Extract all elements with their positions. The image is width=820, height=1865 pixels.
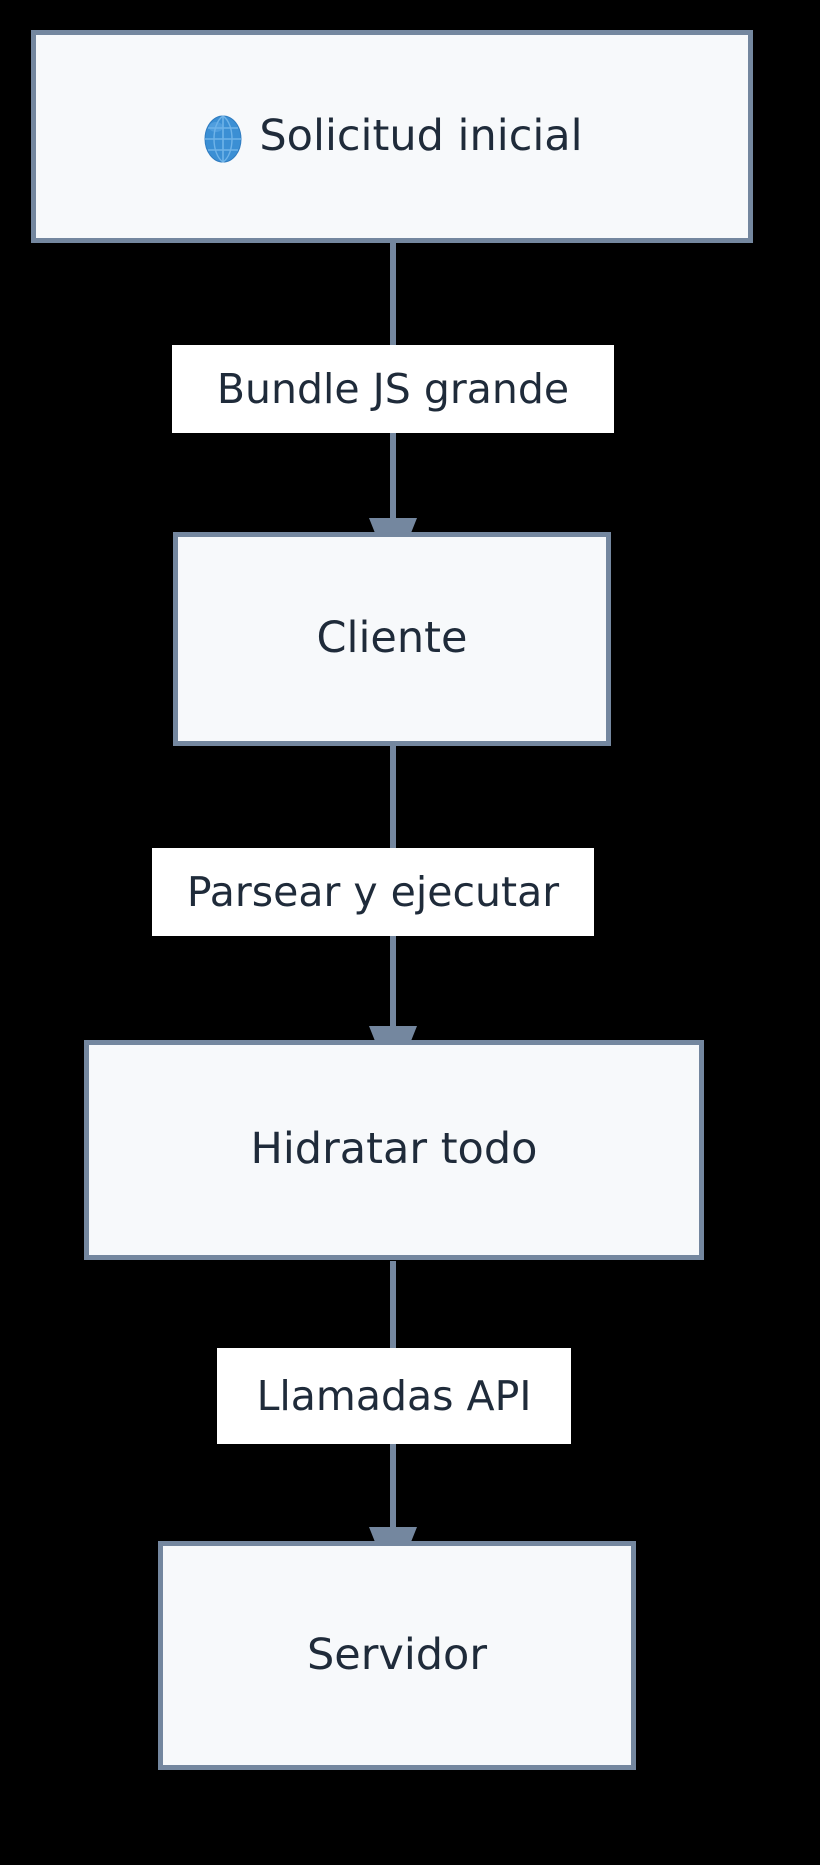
- flow-node-servidor-label: Servidor: [306, 1629, 488, 1680]
- edge-label-parsear-y-ejecutar-text: Parsear y ejecutar: [186, 867, 560, 916]
- flow-node-solicitud-inicial[interactable]: Solicitud inicial: [31, 30, 753, 243]
- flow-node-solicitud-inicial-text: Solicitud inicial: [259, 110, 583, 161]
- flow-node-cliente-label: Cliente: [316, 613, 468, 664]
- flow-node-hidratar-todo-text: Hidratar todo: [250, 1124, 538, 1175]
- edge-label-bundle-js-grande: Bundle JS grande: [172, 345, 614, 433]
- edge-label-llamadas-api-text: Llamadas API: [256, 1371, 532, 1420]
- flow-node-servidor[interactable]: Servidor: [158, 1541, 636, 1770]
- flow-node-hidratar-todo-label: Hidratar todo: [250, 1124, 538, 1175]
- edge-label-parsear-y-ejecutar: Parsear y ejecutar: [152, 848, 594, 936]
- flow-node-hidratar-todo[interactable]: Hidratar todo: [84, 1040, 704, 1260]
- flow-node-cliente-text: Cliente: [316, 613, 468, 664]
- edge-label-llamadas-api: Llamadas API: [217, 1348, 571, 1444]
- flow-node-cliente[interactable]: Cliente: [173, 532, 611, 746]
- flow-node-solicitud-inicial-label: Solicitud inicial: [201, 110, 583, 163]
- flow-node-servidor-text: Servidor: [306, 1629, 488, 1680]
- globe-icon: [201, 114, 245, 163]
- edge-label-bundle-js-grande-text: Bundle JS grande: [216, 364, 570, 413]
